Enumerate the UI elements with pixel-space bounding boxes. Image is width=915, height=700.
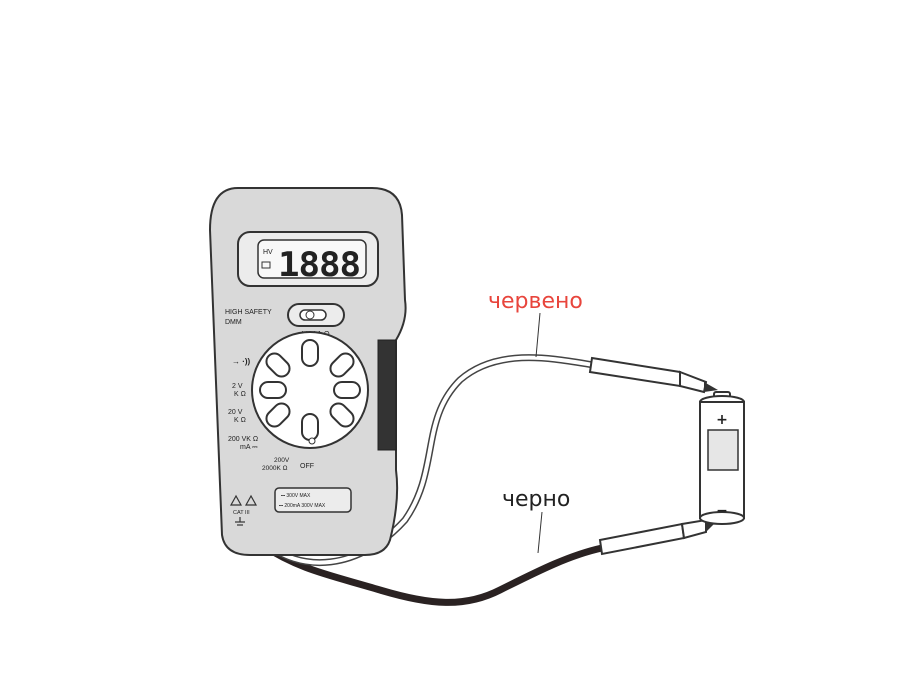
red-label-pointer [535, 312, 541, 358]
range-2000k: 2000K Ω [262, 465, 288, 472]
brand-line2: DMM [225, 319, 242, 326]
range-diode: → ·)) [232, 357, 251, 366]
range-2-k: K Ω [234, 391, 246, 398]
display-digits: 1888 [278, 245, 360, 285]
black-lead-cable [258, 541, 606, 606]
range-200v: 200V [274, 457, 290, 464]
black-label-pointer [537, 511, 543, 554]
multimeter: HV 1888 HIGH SAFETY DMM V V A Ω [208, 187, 407, 556]
battery-plus: + [716, 412, 728, 428]
cat-rating: CAT III [233, 510, 250, 516]
battery-minus: − [716, 503, 728, 519]
range-200-ma: mA ⎓ [240, 444, 258, 451]
rotary-dial[interactable] [251, 331, 369, 449]
rating-line2: ⎓ 200mA 300V MAX [279, 503, 326, 509]
ground-icon [235, 517, 245, 526]
warning-icon [229, 494, 258, 506]
range-20-v: 20 V [228, 409, 243, 416]
red-lead-label: червено [488, 289, 583, 314]
range-20-k: K Ω [234, 417, 246, 424]
range-2-v: 2 V [232, 383, 243, 390]
range-200: 200 VK Ω [228, 436, 258, 443]
display-hv: HV [263, 249, 273, 256]
range-off: OFF [300, 463, 314, 470]
black-lead-label: черно [502, 487, 570, 512]
rating-line1: ⎓ 300V MAX [281, 493, 311, 499]
battery: + − [699, 391, 745, 525]
red-probe [588, 356, 718, 394]
brand-line1: HIGH SAFETY [225, 309, 272, 316]
black-probe [598, 518, 716, 556]
